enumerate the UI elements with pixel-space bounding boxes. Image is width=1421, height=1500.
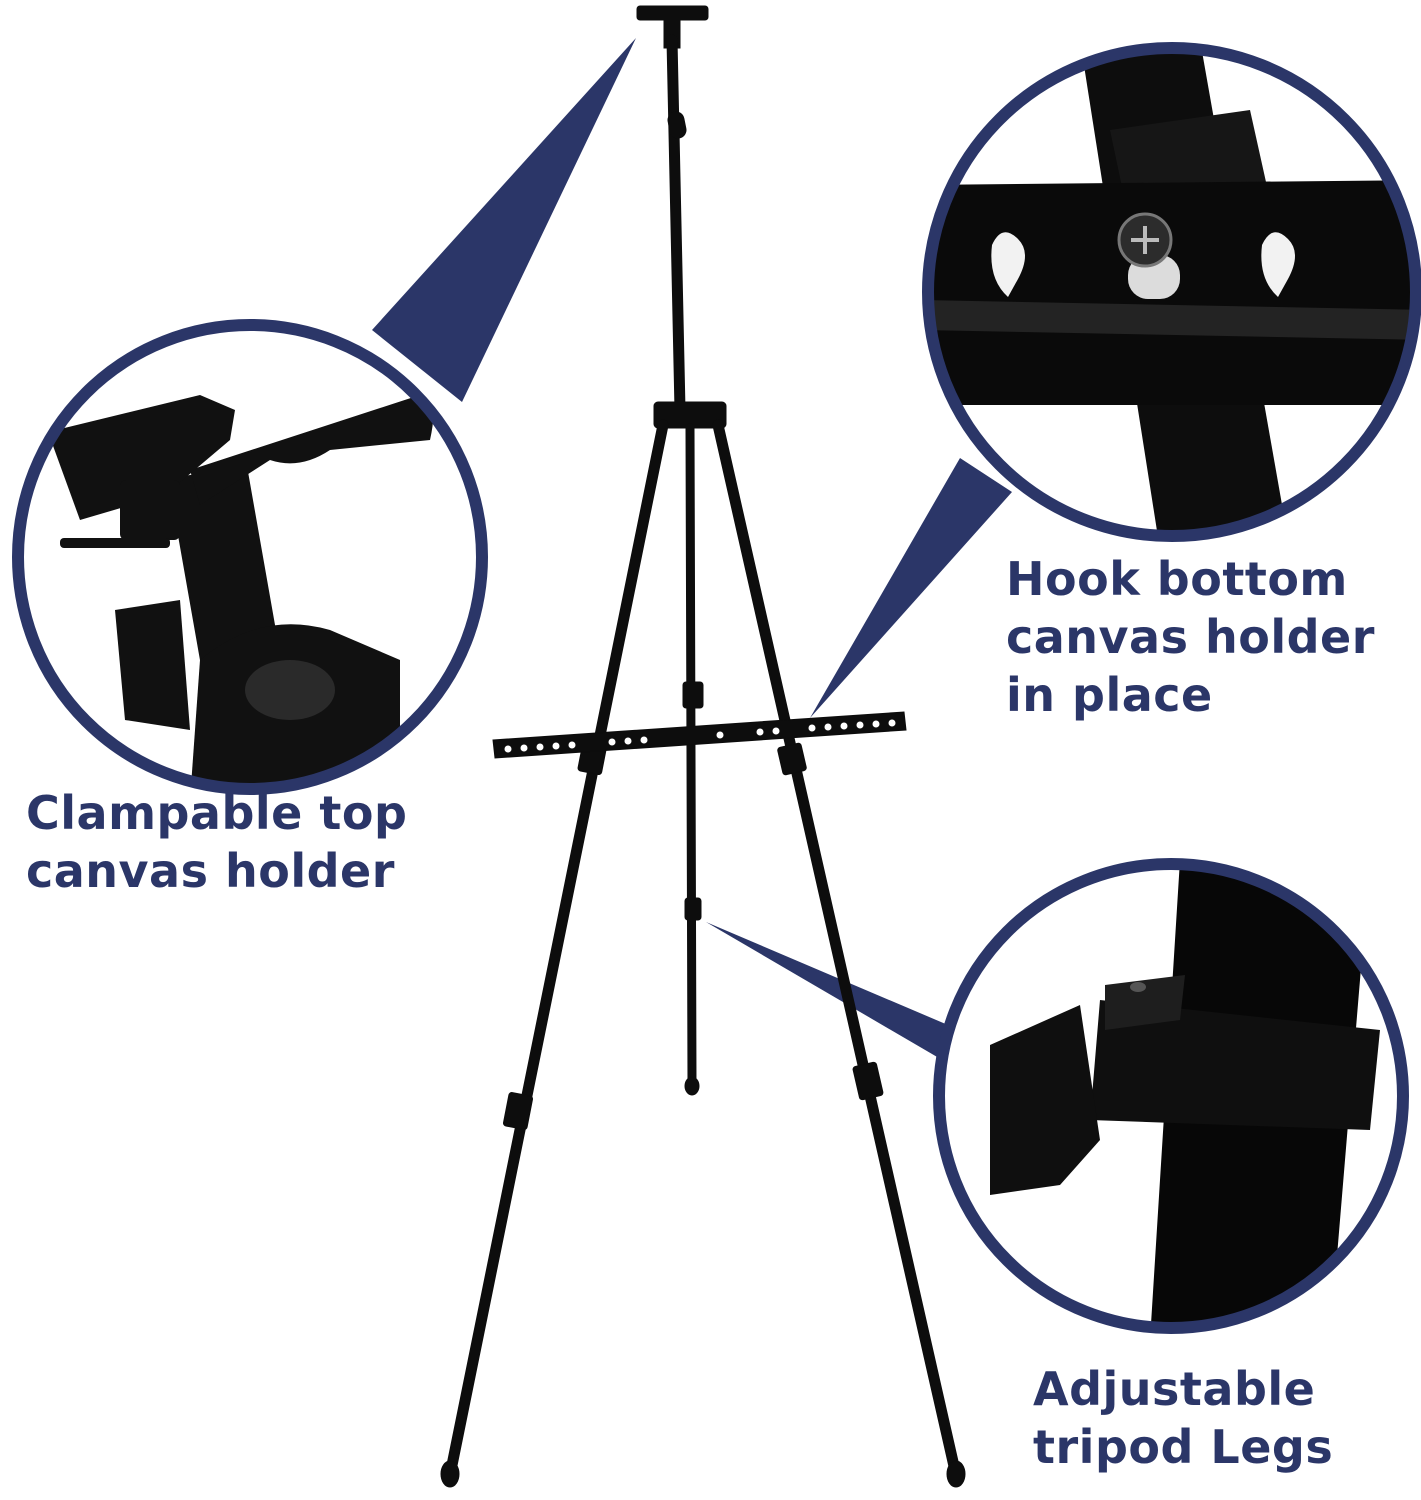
pointer-clamp [372,38,636,402]
caption-line: Adjustable [1033,1362,1316,1416]
caption-line: in place [1006,668,1213,722]
pointer-legs [706,922,968,1075]
clamp-detail-icon [12,319,488,795]
caption-line: canvas holder [1006,610,1375,664]
leg-clip-detail-icon [933,858,1409,1334]
caption-clampable-top: Clampable top canvas holder [26,784,407,900]
caption-line: canvas holder [26,844,395,898]
pointer-hook [810,458,1012,718]
hook-detail-icon [922,42,1421,542]
easel-icon [440,5,966,1488]
caption-adjustable-legs: Adjustable tripod Legs [1033,1360,1333,1476]
caption-line: tripod Legs [1033,1420,1334,1474]
caption-line: Hook bottom [1006,552,1348,606]
caption-hook-bottom: Hook bottom canvas holder in place [1006,550,1375,724]
caption-line: Clampable top [26,786,408,840]
